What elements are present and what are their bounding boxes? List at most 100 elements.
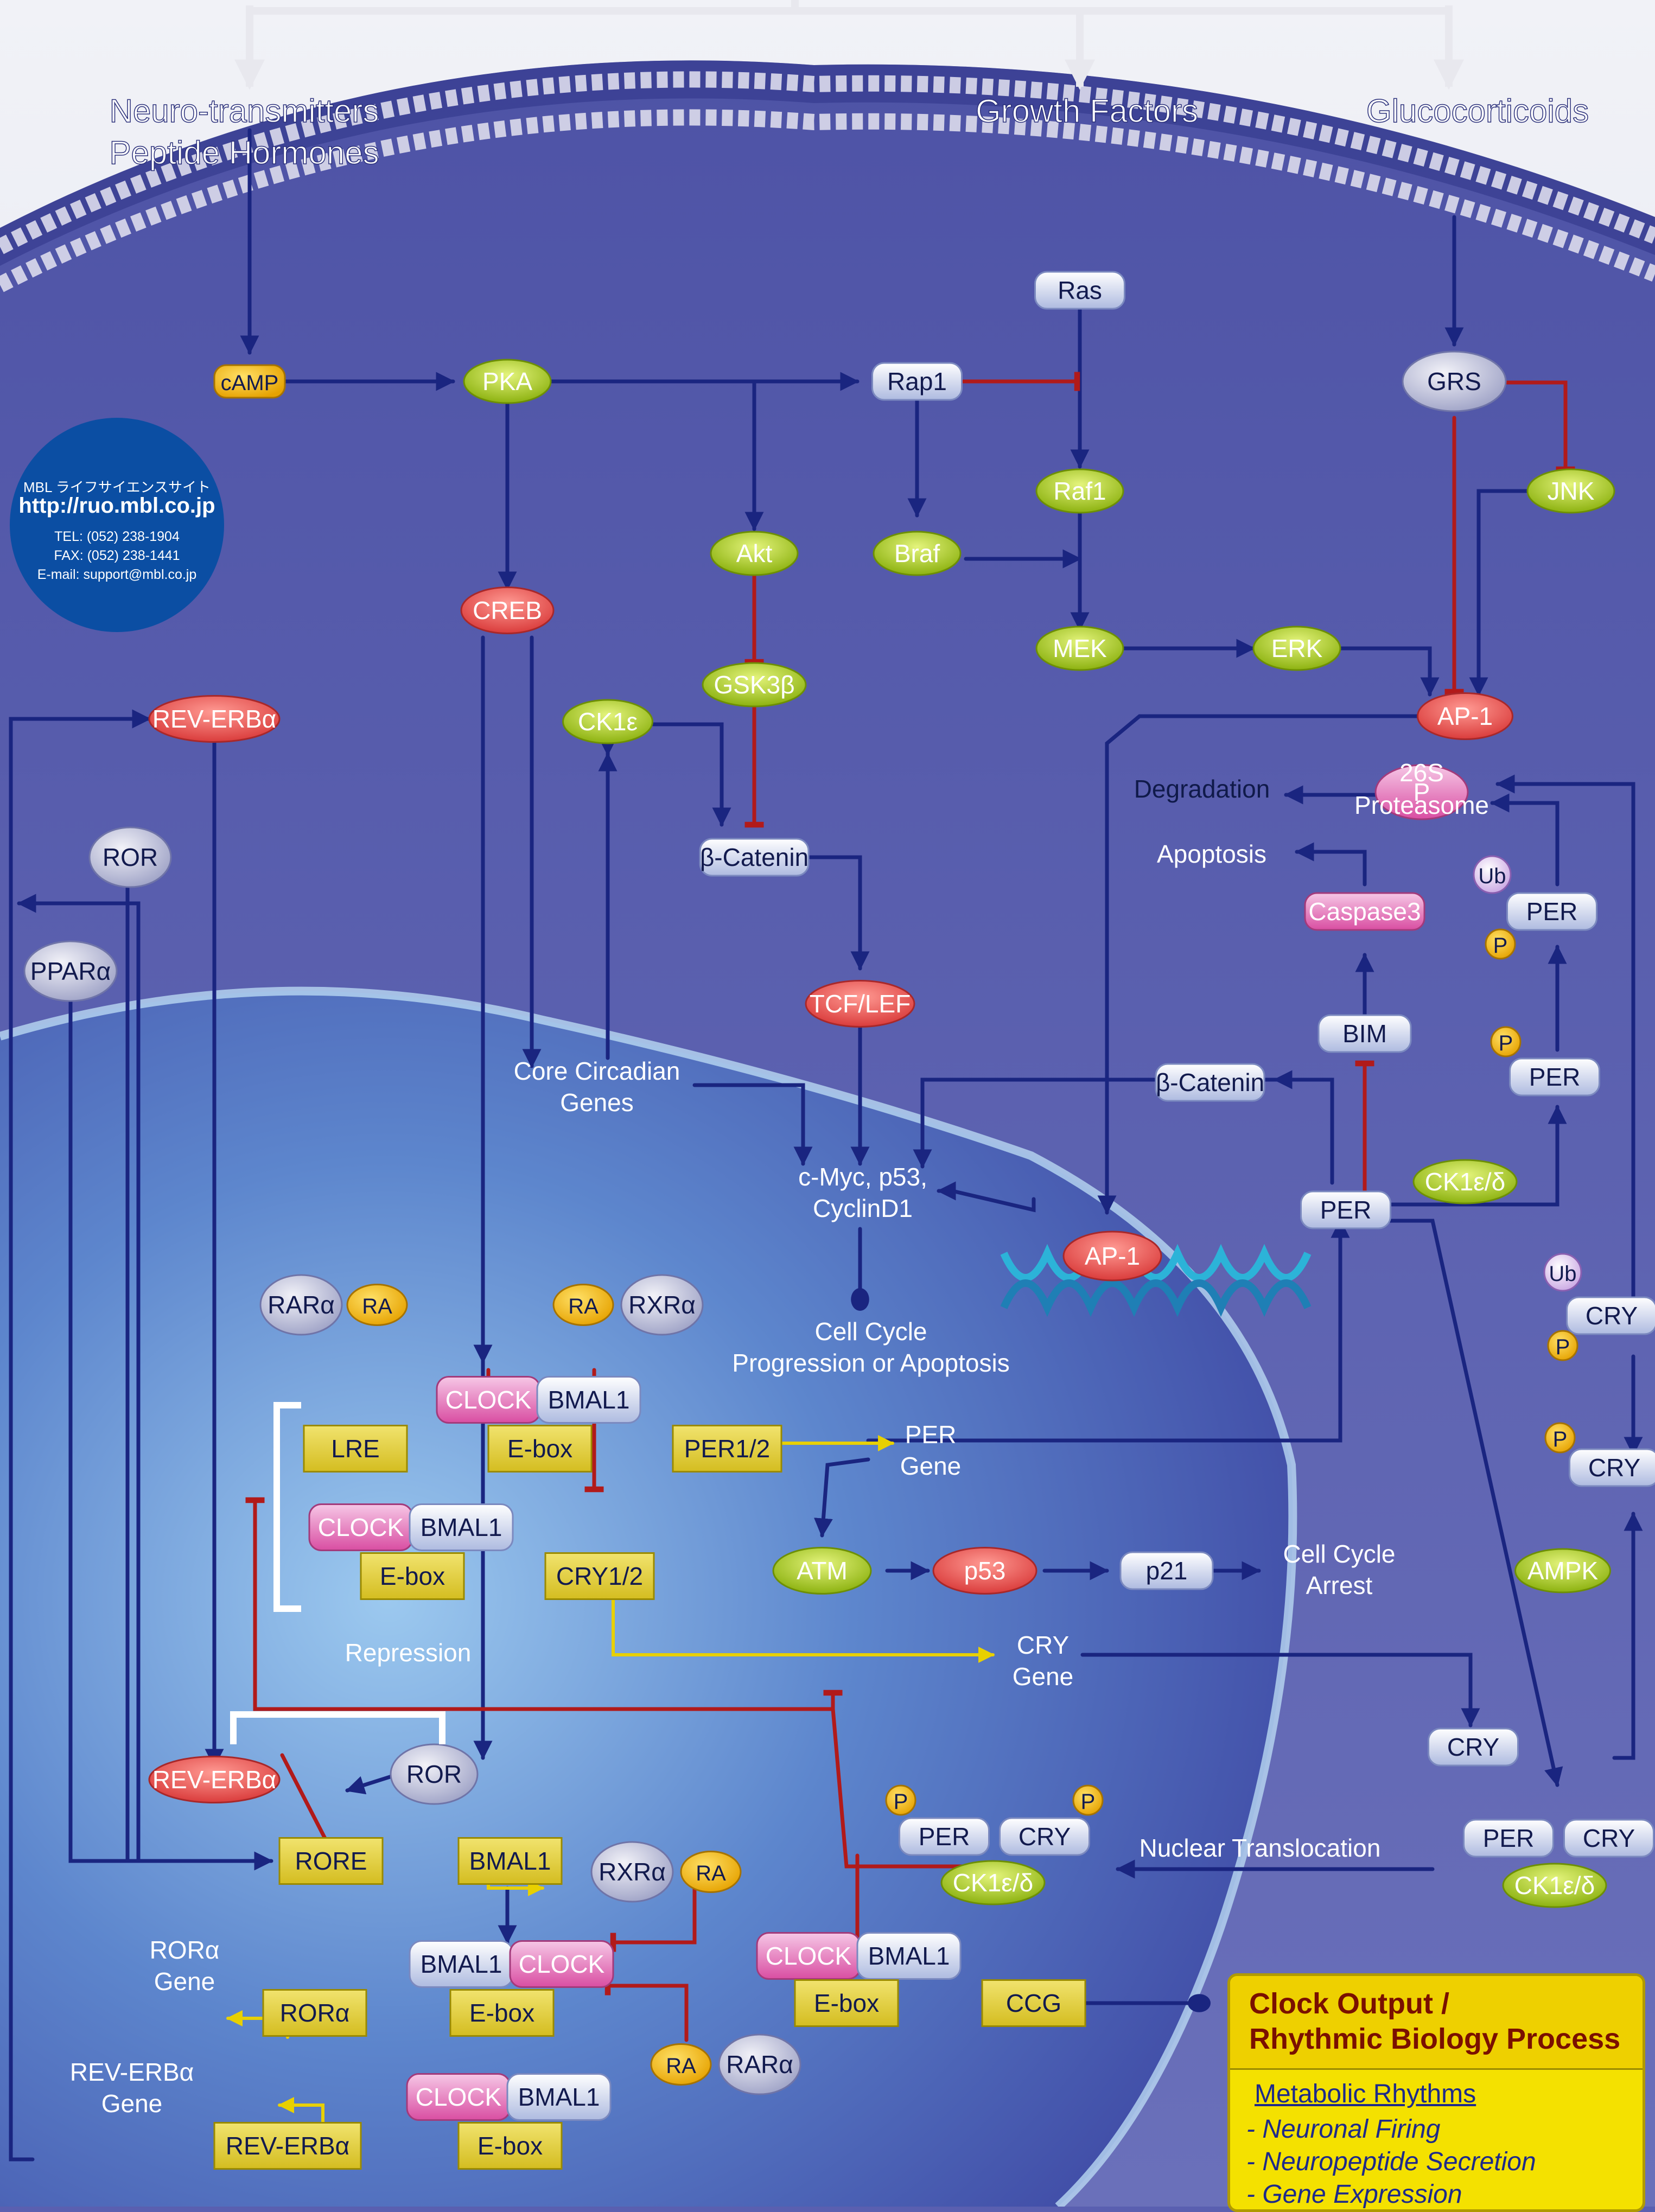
neurotransmitters-label: Neuro-transmitters (110, 93, 379, 129)
clock-node-3: CLOCK (510, 1941, 613, 1987)
ebox-box-4: E-box (795, 1980, 898, 2026)
per-node-2: PER (1510, 1059, 1600, 1095)
cry12-box-label: CRY1/2 (556, 1562, 643, 1590)
telephone: TEL: (052) 238-1904 (10, 529, 224, 545)
p-badge-5-label: P (894, 1790, 908, 1814)
cry-node-2: CRY (1570, 1449, 1655, 1486)
per12-box-label: PER1/2 (684, 1435, 771, 1463)
per-node-1: PER (1507, 893, 1597, 930)
rxra-nuclear-receptor-label: RXRα (599, 1858, 666, 1886)
cry-node-2-label: CRY (1588, 1454, 1640, 1482)
bmal1-node-1: BMAL1 (537, 1377, 640, 1423)
per-gene-label-1: PER (905, 1420, 957, 1449)
p-badge-1: P (1486, 929, 1515, 959)
fax: FAX: (052) 238-1441 (10, 548, 224, 564)
ebox-box-1: E-box (488, 1426, 591, 1472)
rora-box: RORα (263, 1990, 366, 2036)
ras-node-label: Ras (1058, 276, 1102, 304)
caspase3-node: Caspase3 (1305, 893, 1424, 930)
p21-node-label: p21 (1146, 1557, 1188, 1585)
bim-node: BIM (1319, 1015, 1411, 1052)
clock-node-5-label: CLOCK (416, 2083, 502, 2111)
reverba-box-label: REV-ERBα (226, 2132, 350, 2160)
cry-node-3: CRY (1429, 1729, 1518, 1765)
ra-ligand-1: RA (347, 1285, 407, 1325)
ap1-node: AP-1 (1418, 693, 1513, 740)
clock-node-2: CLOCK (309, 1505, 412, 1551)
b-catenin-node: β-Catenin (700, 839, 809, 876)
erk-node-label: ERK (1271, 634, 1323, 662)
bmal1-node-2: BMAL1 (410, 1505, 513, 1551)
bmal1-node-5-label: BMAL1 (518, 2083, 600, 2111)
rev-erba-node: REV-ERBα (149, 696, 279, 742)
cry-node-1-label: CRY (1586, 1302, 1638, 1330)
reverba-box: REV-ERBα (214, 2123, 361, 2169)
cell-cycle-label-2: Progression or Apoptosis (732, 1349, 1009, 1377)
bmal1-node-1-label: BMAL1 (548, 1386, 630, 1414)
cry-gene-label-2: Gene (1013, 1662, 1074, 1691)
bmal1-node-2-label: BMAL1 (421, 1513, 502, 1541)
cry-node-nuclear-label: CRY (1019, 1822, 1071, 1851)
cry12-box: CRY1/2 (545, 1553, 654, 1599)
camp-node-label: cAMP (221, 371, 279, 395)
rara-nuclear-receptor-label: RARα (726, 2050, 793, 2079)
rora-box-label: RORα (280, 1999, 350, 2027)
ampk-node: AMPK (1516, 1549, 1611, 1592)
ra-ligand-3-label: RA (696, 1862, 726, 1885)
rore-box-label: RORE (295, 1847, 367, 1875)
p-badge-1-label: P (1493, 934, 1508, 958)
clock-output-title-2: Rhythmic Biology Process (1249, 2022, 1620, 2056)
per-gene-label-2: Gene (900, 1452, 962, 1480)
clock-node-2-label: CLOCK (318, 1513, 404, 1541)
core-circadian-label-2: Genes (560, 1088, 634, 1117)
creb-node-label: CREB (473, 596, 542, 624)
per-node-1-label: PER (1526, 897, 1578, 926)
ampk-node-label: AMPK (1527, 1557, 1599, 1585)
output-item-neuropeptide-secretion: - Neuropeptide Secretion (1246, 2147, 1536, 2177)
ra-ligand-2-label: RA (568, 1295, 599, 1318)
ebox-box-5: E-box (459, 2123, 562, 2169)
p21-node: p21 (1121, 1552, 1213, 1589)
mek-node: MEK (1036, 627, 1123, 670)
ppara-receptor-label: PPARα (30, 957, 111, 985)
erk-node: ERK (1253, 627, 1340, 670)
ras-node: Ras (1035, 272, 1125, 309)
rap1-node-label: Rap1 (887, 367, 947, 396)
ap1-nuclear-node: AP-1 (1064, 1232, 1161, 1280)
rxra-receptor: RXRα (621, 1275, 703, 1335)
rxra-nuclear-receptor: RXRα (591, 1842, 673, 1902)
ebox-box-3-label: E-box (469, 1999, 534, 2027)
bmal1-node-4-label: BMAL1 (868, 1942, 950, 1970)
p-badge-2-label: P (1499, 1031, 1513, 1055)
rxra-receptor-label: RXRα (628, 1291, 696, 1319)
ck1ed-node-nuclear-label: CK1ε/δ (953, 1869, 1033, 1897)
p-badge-4-label: P (1553, 1427, 1568, 1451)
ror-nuclear-receptor: ROR (391, 1744, 478, 1804)
metabolic-rhythms-heading: Metabolic Rhythms (1255, 2079, 1476, 2109)
ap1-nuclear-node-label: AP-1 (1085, 1242, 1140, 1270)
clock-node-4-label: CLOCK (766, 1942, 852, 1970)
jnk-node: JNK (1527, 469, 1614, 513)
ror-receptor-label: ROR (103, 843, 158, 871)
ror-receptor: ROR (90, 827, 171, 887)
ub-badge-1-label: Ub (1478, 864, 1506, 888)
ebox-box-5-label: E-box (478, 2132, 543, 2160)
clock-output-header: Clock Output / Rhythmic Biology Process (1230, 1976, 1643, 2070)
rora-gene-label-1: RORα (150, 1936, 220, 1964)
clock-node-5: CLOCK (407, 2074, 510, 2120)
p-badge-3: P (1548, 1331, 1577, 1360)
reverba-gene-label-2: Gene (101, 2089, 163, 2118)
per-node-complex: PER (1464, 1820, 1554, 1857)
rara-nuclear-receptor: RARα (719, 2035, 800, 2094)
rara-receptor-label: RARα (268, 1291, 335, 1319)
growth-factors-label: Growth Factors (976, 93, 1198, 129)
glucocorticoids-label: Glucocorticoids (1366, 93, 1589, 129)
p-badge-5: P (886, 1786, 915, 1815)
camp-node: cAMP (214, 365, 285, 398)
per-node-main: PER (1301, 1191, 1391, 1228)
rev-erba-nuclear-node: REV-ERBα (149, 1757, 279, 1803)
proteasome-label-1: 26S (1399, 758, 1444, 787)
site-url-link[interactable]: http://ruo.mbl.co.jp (10, 494, 224, 518)
clock-node-4: CLOCK (757, 1933, 860, 1979)
